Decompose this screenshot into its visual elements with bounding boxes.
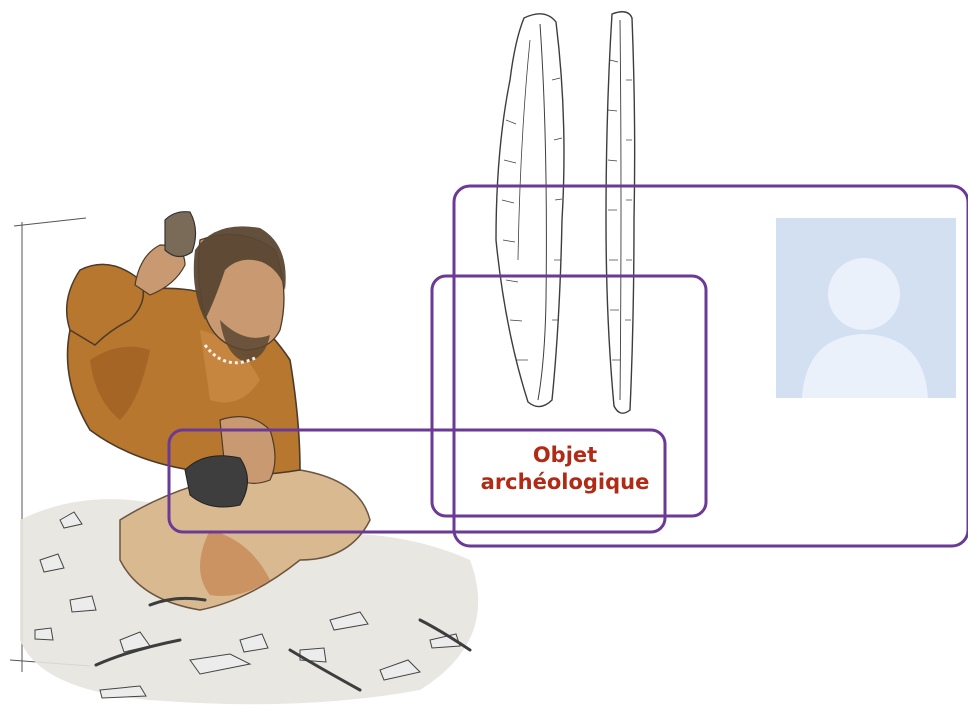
user-avatar-placeholder-icon (776, 218, 956, 398)
label-line-2: archéologique (470, 469, 660, 496)
archaeological-object-label: Objet archéologique (470, 442, 660, 496)
flint-knapper-illustration (10, 212, 478, 705)
label-line-1: Objet (470, 442, 660, 469)
flint-blade-icon (496, 12, 635, 413)
